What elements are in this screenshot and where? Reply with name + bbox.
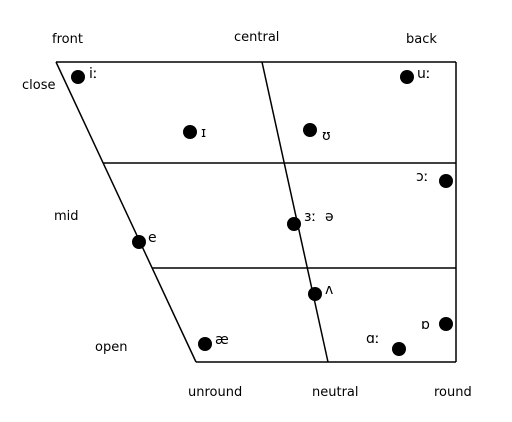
central-divider	[261, 61, 329, 363]
vowel-dot-schwa-group	[287, 217, 301, 231]
label-back: back	[406, 32, 437, 47]
vowel-symbol-a-long: ɑː	[366, 331, 380, 347]
vowel-dot-near-close-back	[303, 123, 317, 137]
vowel-symbol-e: e	[148, 230, 157, 246]
vowel-dot-i-long	[71, 70, 85, 84]
vowel-symbol-near-close-front: ɪ	[201, 125, 206, 141]
label-close: close	[22, 78, 55, 93]
chart-left-edge	[55, 61, 197, 363]
vowel-symbol-i-long: iː	[89, 66, 98, 82]
label-open: open	[95, 340, 127, 355]
label-mid: mid	[54, 209, 79, 224]
label-central: central	[234, 30, 279, 45]
label-neutral: neutral	[312, 385, 359, 400]
vowel-symbol-ae: æ	[215, 332, 229, 348]
vowel-symbol-u-long: uː	[417, 66, 431, 82]
vowel-symbol-schwa-group: ɜː ə	[304, 209, 334, 225]
vowel-dot-e	[132, 235, 146, 249]
vowel-symbol-wedge: ʌ	[325, 282, 333, 298]
vowel-dots	[71, 70, 453, 356]
vowel-dot-u-long	[400, 70, 414, 84]
vowel-symbol-open-back-rounded: ɒ	[421, 317, 430, 333]
vowel-dot-open-back-rounded	[439, 317, 453, 331]
vowel-dot-wedge	[308, 287, 322, 301]
vowel-dot-near-close-front	[183, 125, 197, 139]
label-round: round	[434, 385, 472, 400]
vowel-dot-open-mid-back-long	[439, 174, 453, 188]
vowel-symbol-open-mid-back-long: ɔː	[416, 169, 428, 185]
vowel-symbol-near-close-back: ʊ	[322, 128, 331, 144]
label-unround: unround	[188, 385, 242, 400]
vowel-dot-ae	[198, 337, 212, 351]
vowel-symbols: iː uː ɪ ʊ ɔː e ɜː ə ʌ æ ɒ ɑː	[89, 66, 431, 348]
vowel-dot-a-long	[392, 342, 406, 356]
label-front: front	[52, 32, 83, 47]
